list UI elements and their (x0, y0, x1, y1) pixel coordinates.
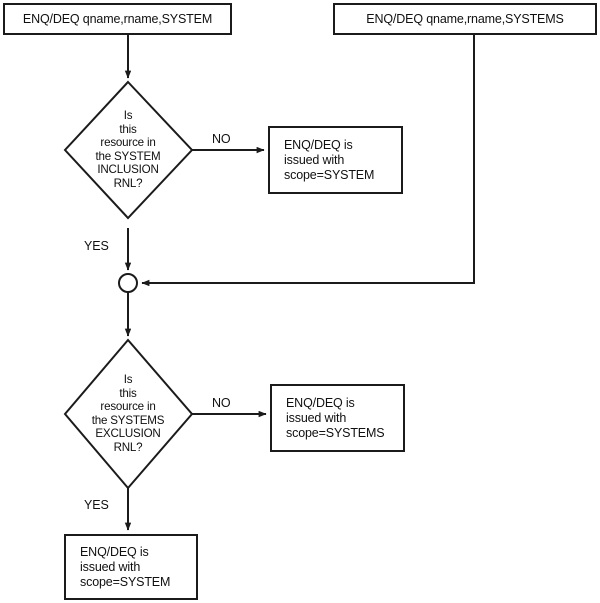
decision-two-yes-label: YES (84, 498, 109, 512)
start-right-box: ENQ/DEQ qname,rname,SYSTEMS (333, 3, 597, 35)
decision-one-diamond (63, 80, 194, 220)
result-system-top-label: ENQ/DEQ is issued with scope=SYSTEM (284, 137, 375, 182)
start-left-label: ENQ/DEQ qname,rname,SYSTEM (22, 11, 213, 26)
result-system-top-box: ENQ/DEQ is issued with scope=SYSTEM (268, 126, 403, 194)
start-right-label: ENQ/DEQ qname,rname,SYSTEMS (366, 11, 564, 26)
result-systems-box: ENQ/DEQ is issued with scope=SYSTEMS (270, 384, 405, 452)
result-system-bottom-box: ENQ/DEQ is issued with scope=SYSTEM (64, 534, 198, 600)
decision-two-no-label: NO (212, 396, 231, 410)
merge-junction-circle (118, 273, 138, 293)
decision-one-yes-label: YES (84, 239, 109, 253)
connector-start-right-to-junction (141, 35, 475, 287)
result-system-bottom-label: ENQ/DEQ is issued with scope=SYSTEM (80, 544, 171, 589)
decision-two-diamond (63, 338, 194, 490)
result-systems-label: ENQ/DEQ is issued with scope=SYSTEMS (286, 395, 385, 440)
start-left-box: ENQ/DEQ qname,rname,SYSTEM (3, 3, 232, 35)
decision-one-no-label: NO (212, 132, 231, 146)
